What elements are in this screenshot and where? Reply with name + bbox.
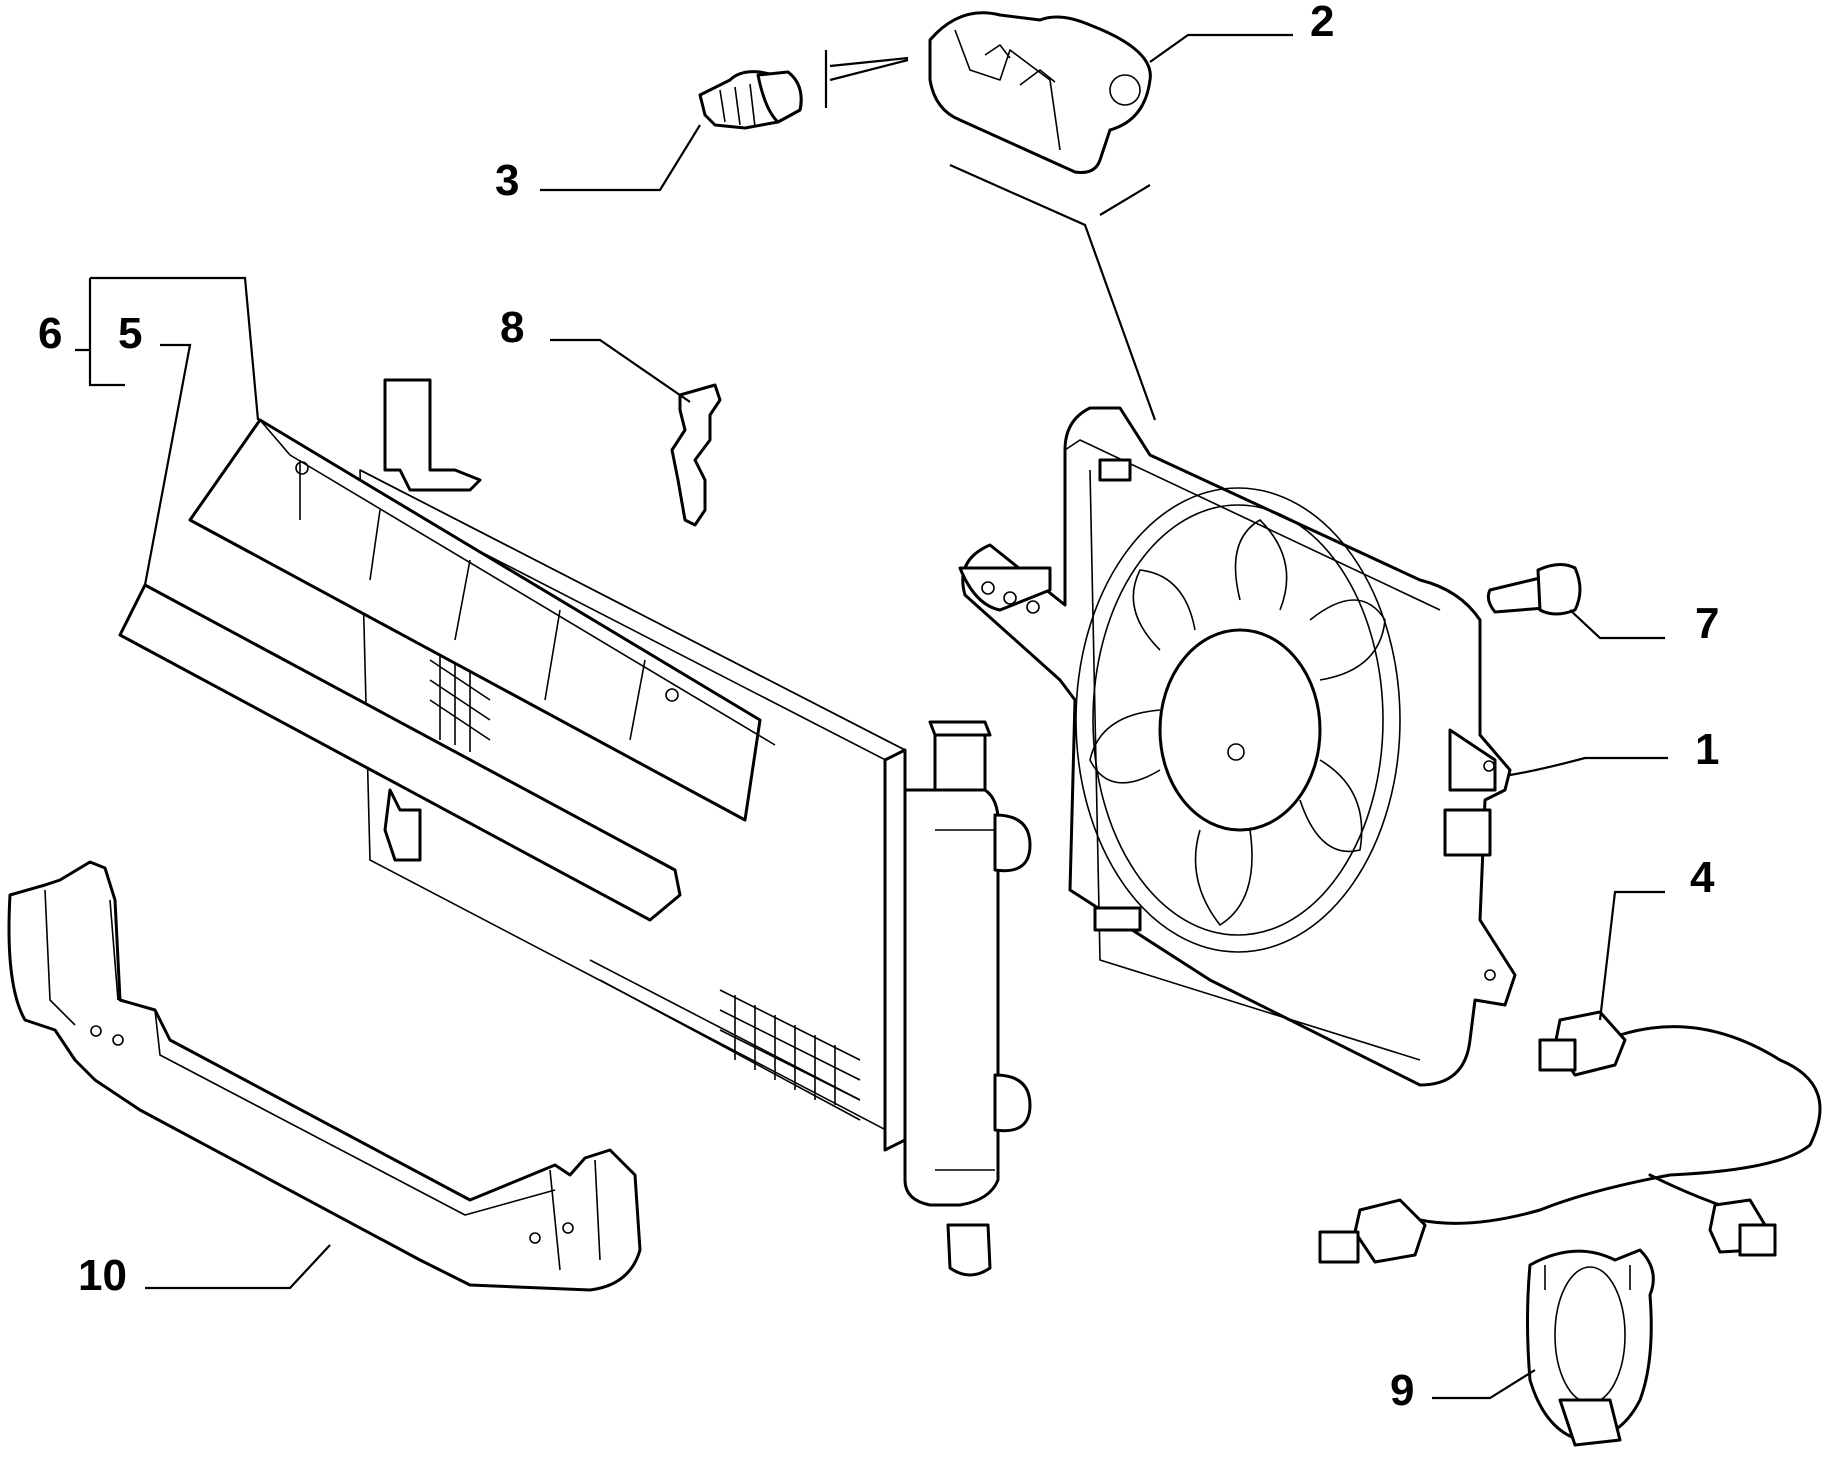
bolt-7: [1486, 563, 1582, 616]
leader-lines: [75, 33, 1668, 1400]
callout-5: 5: [118, 309, 142, 358]
leader-7: [1569, 609, 1665, 640]
air-deflector-lower: [118, 583, 682, 922]
radiator-left-tank: [383, 378, 482, 492]
connector-c: [1738, 1223, 1777, 1257]
callout-9: 9: [1390, 1366, 1414, 1415]
lower-crossmember: [7, 860, 642, 1292]
radiator-fins: [429, 650, 861, 1121]
leader-6: [75, 276, 260, 421]
leader-2: [1149, 33, 1293, 63]
leader-10: [145, 1244, 331, 1290]
callout-3: 3: [495, 156, 519, 205]
connector-a: [1538, 1038, 1577, 1072]
leader-8: [550, 338, 691, 403]
callout-8: 8: [500, 303, 524, 352]
radiator-right-tank: [883, 720, 1032, 1277]
callout-6: 6: [38, 309, 62, 358]
radiator-lower-outlet: [993, 1073, 1032, 1133]
callout-2: 2: [1310, 0, 1334, 46]
connector-b: [1318, 1230, 1360, 1264]
leader-3: [540, 124, 701, 192]
callout-1: 1: [1695, 725, 1719, 774]
motor-connector: [1443, 808, 1492, 857]
wiring-harness: [1318, 1010, 1822, 1264]
fan-blades: [1089, 519, 1386, 926]
screw-3: [698, 70, 803, 130]
drain-plug: [946, 1223, 992, 1277]
air-deflector-upper: [188, 418, 776, 822]
fan-shroud-assembly: [958, 406, 1517, 1087]
callout-numbers: 2 3 6 5 8 7 1 4 9 10: [38, 0, 1719, 1415]
leader-4: [1598, 890, 1665, 1021]
fan-resistor: [928, 11, 1152, 174]
callout-7: 7: [1695, 599, 1719, 648]
radiator-upper-inlet: [993, 813, 1032, 873]
callout-10: 10: [78, 1251, 127, 1300]
retaining-pin-8: [670, 383, 722, 527]
hose-clamp: [1526, 1248, 1655, 1447]
leader-5: [143, 343, 192, 586]
callout-4: 4: [1690, 853, 1715, 902]
leader-1: [1509, 756, 1668, 777]
leader-2-screw: [824, 50, 909, 108]
radiator: [359, 378, 1032, 1277]
leader-1-resistor: [949, 163, 1157, 421]
fan-hub: [1158, 628, 1322, 832]
leader-9: [1432, 1369, 1536, 1400]
